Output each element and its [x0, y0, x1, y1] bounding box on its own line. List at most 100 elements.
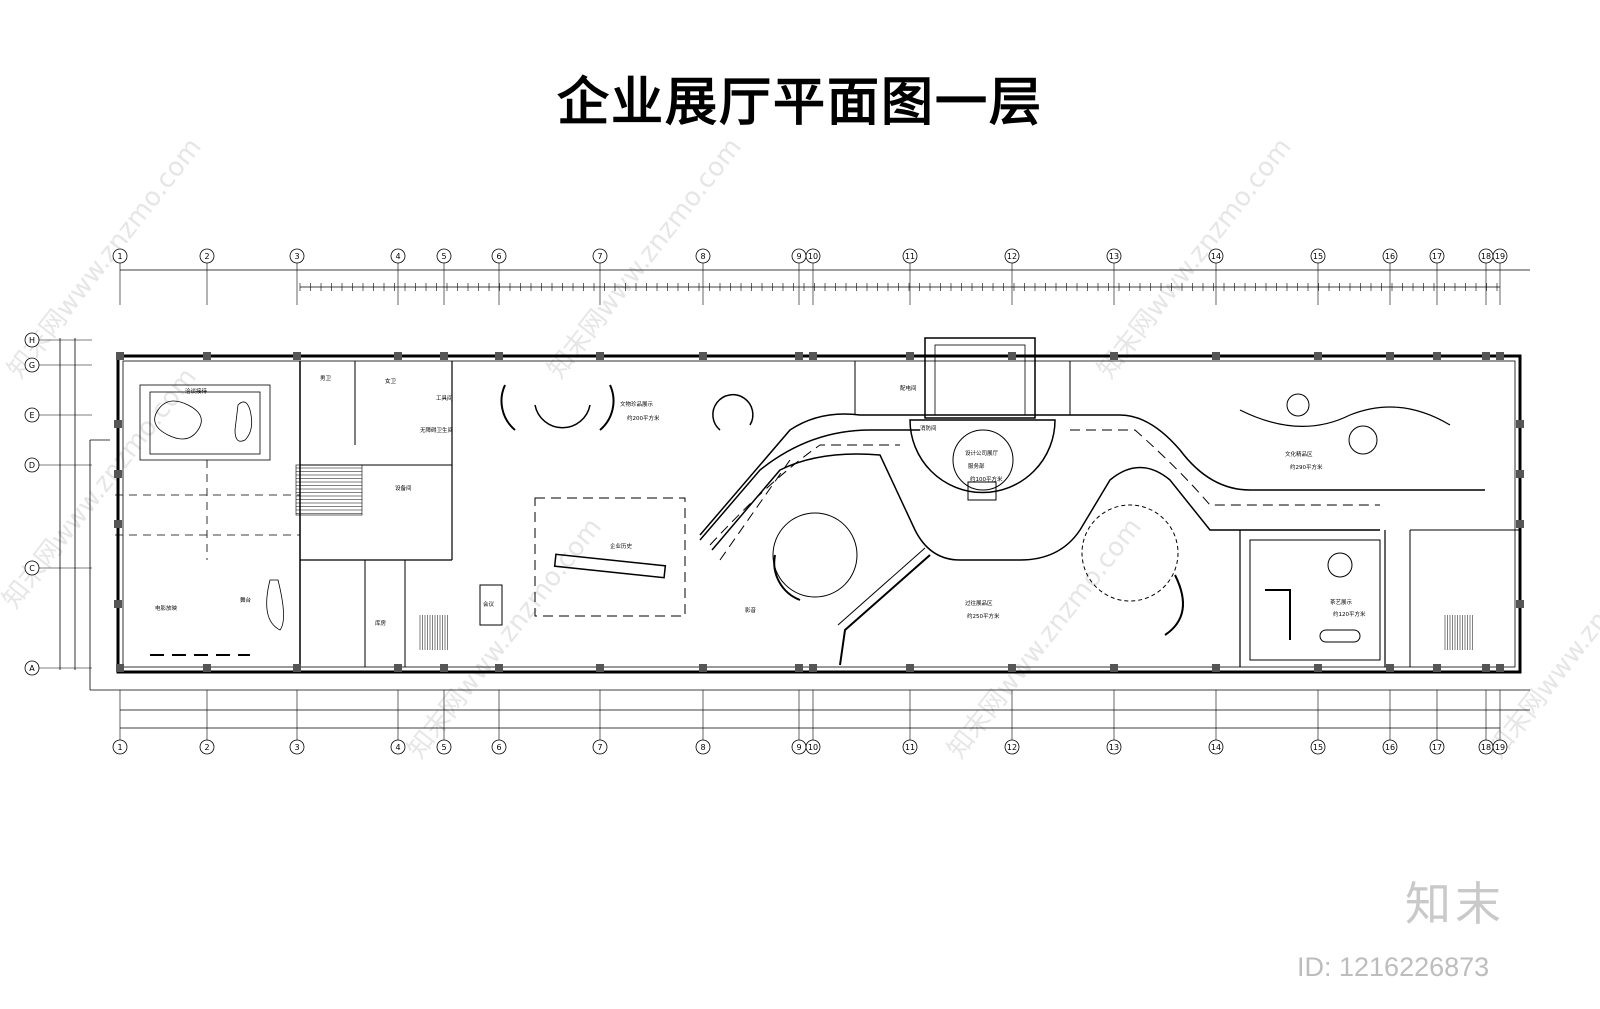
grid-bubble — [24, 457, 40, 473]
grid-bubble — [805, 248, 821, 264]
structural-columns — [114, 352, 1524, 672]
grid-bubble — [1004, 248, 1020, 264]
grid-label: 3 — [294, 252, 299, 261]
grid-bubble — [1429, 739, 1445, 755]
room-label-stage: 舞台 — [240, 596, 252, 604]
grid-label: 9 — [796, 743, 801, 752]
grid-bubble — [1208, 248, 1224, 264]
page-title: 企业展厅平面图一层 — [556, 73, 1043, 133]
grid-bubble — [1382, 739, 1398, 755]
grid-label: 19 — [1495, 743, 1505, 752]
grid-bubble — [1429, 248, 1445, 264]
grid-label: D — [29, 461, 35, 470]
room-label-barrier-free: 无障碍卫生间 — [420, 426, 453, 434]
grid-bubble — [902, 248, 918, 264]
room-label-exhibit-a: 文物珍品展示 — [620, 400, 654, 408]
grid-label: G — [29, 361, 35, 370]
room-label-fire: 消防间 — [920, 424, 937, 432]
watermark: 知末网www.znzmo.com — [1482, 513, 1600, 765]
grid-label: 11 — [905, 252, 915, 261]
grid-label: 2 — [204, 252, 209, 261]
grid-label: 9 — [796, 252, 801, 261]
grid-bubble — [1208, 739, 1224, 755]
grid-label: 17 — [1432, 252, 1442, 261]
room-label-equipment: 设备间 — [395, 484, 412, 492]
grid-label: 5 — [441, 252, 446, 261]
room-label-exhibit-a-area: 约200平方米 — [627, 414, 660, 422]
grid-bubble — [390, 248, 406, 264]
room-label-hall-sub: 服务部 — [968, 462, 985, 470]
grid-label: 3 — [294, 743, 299, 752]
grid-bubble — [592, 739, 608, 755]
staircase — [295, 464, 363, 516]
grid-bubble — [491, 739, 507, 755]
grid-bubble — [1310, 248, 1326, 264]
grid-bubble — [592, 248, 608, 264]
room-label-meeting: 会议 — [483, 600, 495, 608]
room-label-restroom-female: 女卫 — [385, 377, 397, 385]
room-label-hall-area: 约100平方米 — [970, 475, 1003, 483]
grid-label: C — [29, 564, 35, 573]
grid-label: 16 — [1385, 252, 1395, 261]
brand-id-label: ID: 1216226873 — [1297, 952, 1490, 982]
room-label-storage: 库房 — [375, 619, 387, 627]
grid-label: 13 — [1109, 743, 1119, 752]
grid-label: 12 — [1007, 743, 1017, 752]
grid-label: 18 — [1481, 252, 1491, 261]
grid-bubble — [436, 248, 452, 264]
grid-label: 10 — [808, 743, 818, 752]
room-label-art-area: 约290平方米 — [1290, 463, 1323, 471]
grid-bubble — [491, 248, 507, 264]
room-label-art: 文化精品区 — [1285, 450, 1313, 458]
grid-label: 15 — [1313, 743, 1323, 752]
grid-label: 10 — [808, 252, 818, 261]
grid-bubble — [24, 560, 40, 576]
grid-label: 11 — [905, 743, 915, 752]
grid-label: 8 — [700, 743, 705, 752]
grid-label: 17 — [1432, 743, 1442, 752]
grid-bubble — [1004, 739, 1020, 755]
grid-bubble — [199, 739, 215, 755]
grid-bubble — [436, 739, 452, 755]
room-label-craft-area: 约250平方米 — [967, 612, 1000, 620]
grid-label: 16 — [1385, 743, 1395, 752]
grid-label: 6 — [496, 252, 501, 261]
grid-label: A — [29, 664, 35, 673]
exhibit-features — [479, 384, 1485, 666]
grid-label: 14 — [1211, 743, 1221, 752]
reception-area — [115, 384, 300, 656]
grid-label: 13 — [1109, 252, 1119, 261]
watermark: 知末网www.znzmo.com — [0, 363, 203, 615]
grid-label: 7 — [597, 743, 602, 752]
room-label-tea: 茶艺展示 — [1330, 598, 1353, 606]
room-label-hall: 设计公司展厅 — [965, 449, 999, 457]
grid-bubble — [1106, 248, 1122, 264]
room-label-tea-area: 约120平方米 — [1333, 610, 1366, 618]
watermark: 知末网www.znzmo.com — [542, 133, 748, 385]
grid-bubble — [112, 739, 128, 755]
grid-bubble — [24, 357, 40, 373]
grid-label: 8 — [700, 252, 705, 261]
room-label-tool-room: 工具间 — [436, 394, 453, 402]
grid-label: 14 — [1211, 252, 1221, 261]
grid-label: 19 — [1495, 252, 1505, 261]
building-walls — [116, 337, 1522, 674]
dimension-ticks — [299, 283, 1498, 291]
grid-bubble — [24, 332, 40, 348]
grid-label: 1 — [117, 743, 122, 752]
room-label-history: 企业历史 — [610, 542, 633, 550]
grid-label: 4 — [395, 252, 400, 261]
grid-bubble — [902, 739, 918, 755]
grid-label: 12 — [1007, 252, 1017, 261]
grid-bubble — [1106, 739, 1122, 755]
grid-bubble — [805, 739, 821, 755]
grid-label: 18 — [1481, 743, 1491, 752]
watermark: 知末网www.znzmo.com — [402, 513, 608, 765]
grid-label: H — [29, 336, 35, 345]
grid-bubble — [289, 248, 305, 264]
grid-label: 4 — [395, 743, 400, 752]
